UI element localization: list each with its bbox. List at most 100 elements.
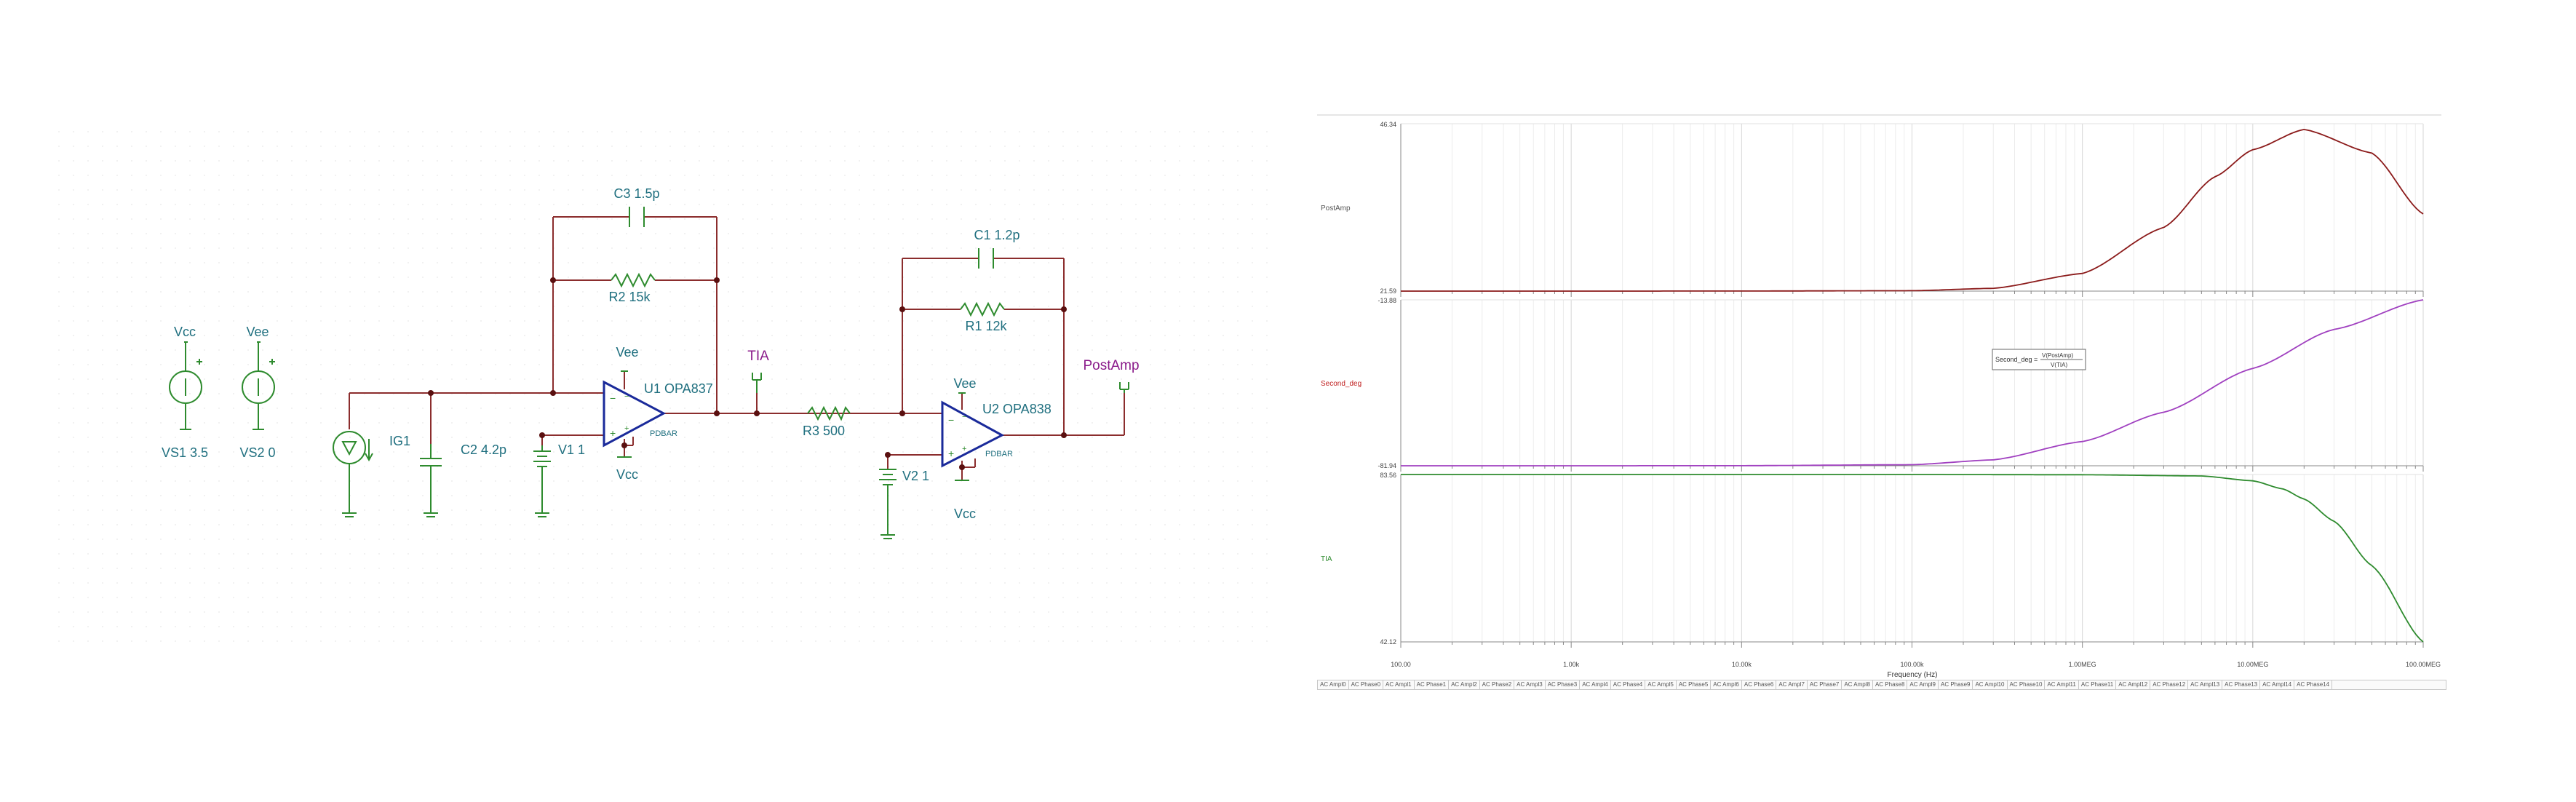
- v1-battery[interactable]: [533, 445, 551, 517]
- result-tab[interactable]: AC Ampl2: [1449, 680, 1480, 689]
- result-tab[interactable]: AC Ampl0: [1318, 680, 1349, 689]
- result-tab[interactable]: AC Ampl12: [2116, 680, 2151, 689]
- ground-symbols: [617, 456, 969, 481]
- u1-pdbar-label: PDBAR: [650, 429, 677, 438]
- svg-text:+: +: [610, 427, 616, 439]
- r2-label: R2 15k: [608, 290, 651, 304]
- r3-resistor[interactable]: [807, 405, 851, 421]
- u1-label: U1 OPA837: [644, 381, 713, 396]
- y-max-label: 46.34: [1380, 121, 1396, 128]
- result-tab[interactable]: AC Phase8: [1873, 680, 1908, 689]
- result-tab[interactable]: AC Phase7: [1808, 680, 1842, 689]
- result-tab[interactable]: AC Ampl10: [1973, 680, 2008, 689]
- ig1-label: IG1: [389, 434, 410, 448]
- result-tab[interactable]: AC Ampl13: [2188, 680, 2223, 689]
- result-tab[interactable]: AC Phase6: [1742, 680, 1777, 689]
- result-tab[interactable]: AC Ampl5: [1645, 680, 1677, 689]
- svg-text:−: −: [962, 413, 966, 421]
- result-tab[interactable]: AC Phase9: [1939, 680, 1973, 689]
- result-tab[interactable]: AC Ampl4: [1580, 680, 1611, 689]
- u1-vee-label: Vee: [616, 345, 638, 360]
- plot-curves: [1401, 128, 2424, 643]
- svg-text:−: −: [948, 414, 954, 426]
- c2-label: C2 4.2p: [461, 442, 506, 457]
- result-tab[interactable]: AC Phase0: [1349, 680, 1384, 689]
- panel-labels: 46.3421.59PostAmp-13.88-81.94Second_deg8…: [1321, 121, 1396, 646]
- svg-text:+: +: [962, 445, 966, 453]
- result-tab[interactable]: AC Phase4: [1611, 680, 1646, 689]
- c1-capacitor[interactable]: [978, 248, 994, 269]
- result-tab[interactable]: AC Ampl6: [1711, 680, 1742, 689]
- formula-numerator: V(PostAmp): [2042, 352, 2073, 359]
- r2-resistor[interactable]: [611, 272, 656, 288]
- result-tab[interactable]: AC Phase3: [1546, 680, 1581, 689]
- result-tab[interactable]: AC Phase13: [2222, 680, 2261, 689]
- result-tab[interactable]: AC Phase5: [1677, 680, 1712, 689]
- v1-label: V1 1: [558, 442, 585, 457]
- svg-text:+: +: [948, 448, 954, 459]
- panel-name-label: TIA: [1321, 555, 1332, 563]
- vs1-label: VS1 3.5: [162, 445, 208, 460]
- r3-label: R3 500: [803, 424, 845, 438]
- junctions: [428, 277, 1067, 470]
- formula-denominator: V(TIA): [2051, 362, 2067, 368]
- result-tab[interactable]: AC Ampl9: [1907, 680, 1939, 689]
- result-tab[interactable]: AC Ampl3: [1514, 680, 1546, 689]
- r1-resistor[interactable]: [960, 301, 1005, 317]
- result-tab[interactable]: AC Ampl8: [1842, 680, 1873, 689]
- u1-opamp[interactable]: − + − +: [603, 370, 667, 448]
- u2-vee-label: Vee: [953, 376, 976, 391]
- u2-label: U2 OPA838: [982, 402, 1052, 416]
- y-max-label: -13.88: [1378, 297, 1396, 304]
- tia-probe[interactable]: [752, 373, 762, 393]
- postamp-probe[interactable]: [1119, 382, 1129, 393]
- formula-box: Second_deg = V(PostAmp) V(TIA): [1992, 349, 2086, 370]
- y-max-label: 83.56: [1380, 472, 1396, 479]
- vs1-source[interactable]: [169, 341, 202, 430]
- x-tick-label: 10.00MEG: [2237, 661, 2268, 668]
- u1-vcc-label: Vcc: [616, 467, 638, 482]
- ig1-current-source[interactable]: [333, 431, 373, 517]
- result-tab[interactable]: AC Ampl11: [2045, 680, 2079, 689]
- y-min-label: 21.59: [1380, 287, 1396, 295]
- formula-lhs: Second_deg =: [1995, 356, 2038, 363]
- postamp-label: PostAmp: [1083, 358, 1139, 373]
- result-tab[interactable]: AC Phase2: [1480, 680, 1515, 689]
- vs2-source[interactable]: [242, 341, 275, 430]
- x-tick-label: 1.00k: [1563, 661, 1580, 668]
- result-tab[interactable]: AC Phase10: [2008, 680, 2046, 689]
- u2-opamp[interactable]: − + − +: [941, 392, 1005, 468]
- vs1-node-label: Vcc: [174, 325, 196, 339]
- u2-pdbar-label: PDBAR: [985, 450, 1013, 458]
- tia-label: TIA: [747, 349, 769, 364]
- result-tab[interactable]: AC Ampl14: [2260, 680, 2295, 689]
- result-tab[interactable]: AC Phase12: [2150, 680, 2189, 689]
- x-tick-label: 100.00MEG: [2406, 661, 2441, 668]
- series-line-TIA: [1401, 474, 2424, 643]
- result-tab[interactable]: AC Phase1: [1415, 680, 1450, 689]
- c2-capacitor[interactable]: [420, 444, 442, 517]
- x-tick-label: 10.00k: [1732, 661, 1752, 668]
- result-tab[interactable]: AC Ampl1: [1383, 680, 1415, 689]
- x-tick-label: 1.00MEG: [2069, 661, 2096, 668]
- panel-name-label: Second_deg: [1321, 380, 1361, 388]
- y-min-label: 42.12: [1380, 638, 1396, 646]
- u2-vcc-label: Vcc: [954, 507, 976, 521]
- result-tab[interactable]: AC Phase14: [2294, 680, 2333, 689]
- plot-grid: [1400, 123, 2424, 642]
- v2-battery[interactable]: [879, 469, 897, 539]
- svg-text:+: +: [624, 424, 629, 433]
- schematic-canvas[interactable]: Vcc VS1 3.5 Vee VS2 0 IG1 C2 4.2p: [0, 0, 1295, 802]
- panel-name-label: PostAmp: [1321, 205, 1351, 213]
- result-tab[interactable]: AC Ampl7: [1776, 680, 1808, 689]
- c3-capacitor[interactable]: [629, 207, 645, 227]
- result-tab[interactable]: AC Phase11: [2079, 680, 2117, 689]
- c1-label: C1 1.2p: [974, 228, 1019, 242]
- x-tick-label: 100.00k: [1900, 661, 1924, 668]
- v2-label: V2 1: [902, 469, 929, 483]
- c3-label: C3 1.5p: [613, 186, 659, 201]
- series-line-Second_deg: [1401, 299, 2424, 466]
